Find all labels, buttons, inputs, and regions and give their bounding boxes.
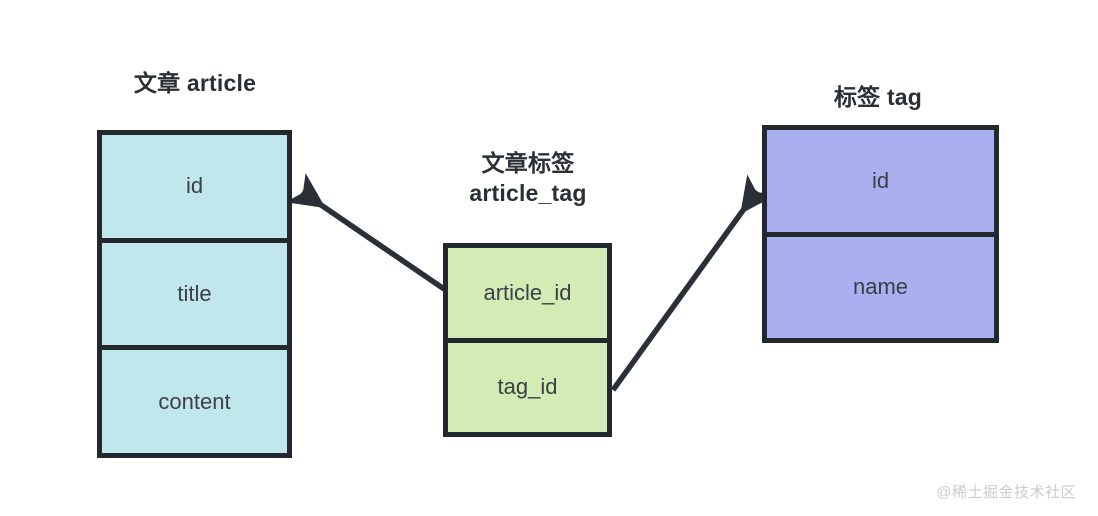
field-cell-article-id[interactable]: id — [102, 135, 287, 238]
field-cell-article-title[interactable]: title — [102, 237, 287, 346]
field-cell-article-content[interactable]: content — [102, 345, 287, 454]
table-title-article-tag: 文章标签 article_tag — [469, 150, 587, 206]
field-cell-article-tag-article-id[interactable]: article_id — [448, 248, 607, 338]
watermark: @稀土掘金技术社区 — [936, 484, 1076, 501]
field-cell-tag-id[interactable]: id — [767, 130, 994, 232]
relation-tag-id — [610, 174, 776, 392]
relation-article-id — [285, 173, 449, 294]
field-cell-article-tag-tag-id[interactable]: tag_id — [448, 337, 607, 432]
entity-table-article-tag[interactable]: article_id tag_id — [443, 243, 612, 437]
entity-table-article[interactable]: id title content — [97, 130, 292, 458]
field-cell-tag-name[interactable]: name — [767, 231, 994, 338]
entity-table-tag[interactable]: id name — [762, 125, 999, 343]
table-title-article: 文章 article — [133, 70, 257, 96]
table-title-tag: 标签 tag — [833, 84, 923, 110]
